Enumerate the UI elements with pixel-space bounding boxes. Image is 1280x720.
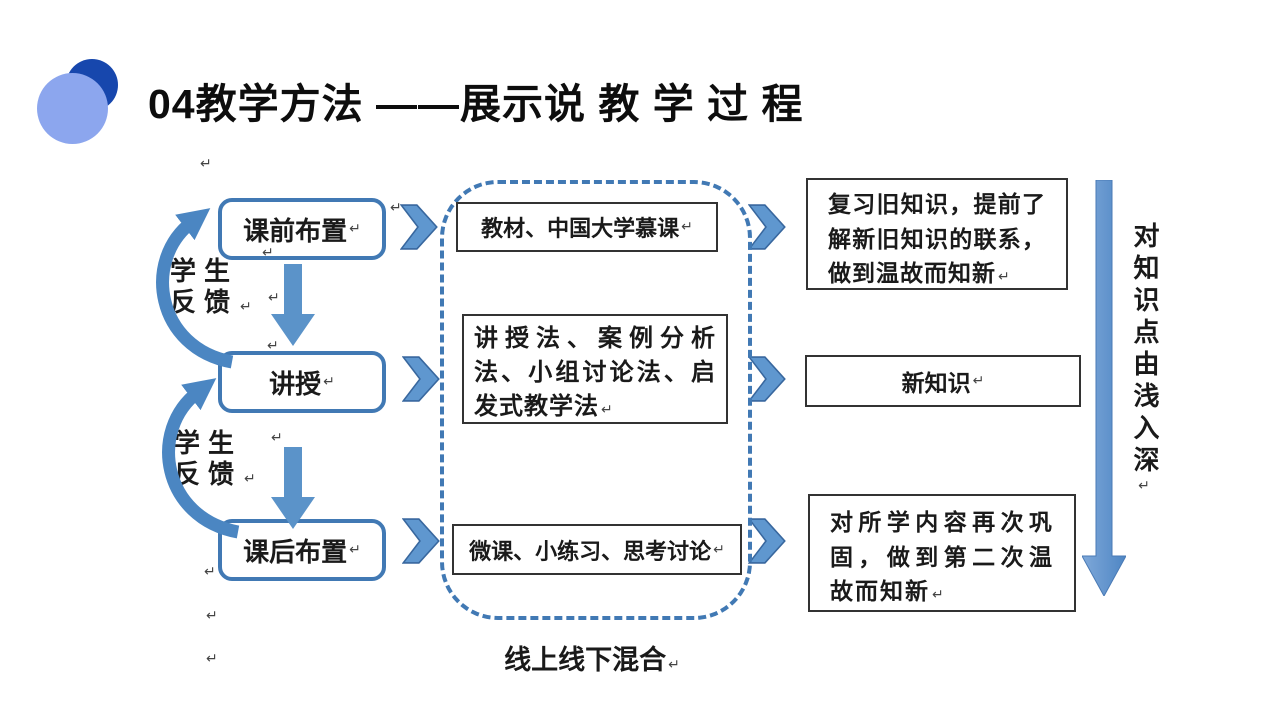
feedback-curved-arrow-icon xyxy=(156,208,234,369)
paragraph-mark-icon: ↵ xyxy=(972,373,985,389)
paragraph-mark-icon: ↵ xyxy=(268,290,280,306)
paragraph-mark-icon: ↵ xyxy=(262,245,274,261)
stage-label: 讲授 xyxy=(269,369,322,399)
feedback-curved-arrow-icon xyxy=(162,378,240,539)
stage-box-lecture: 讲授↵ xyxy=(218,351,386,413)
paragraph-mark-icon: ↵ xyxy=(390,200,402,216)
depth-long-down-arrow-icon xyxy=(1082,180,1126,596)
paragraph-mark-icon: ↵ xyxy=(349,542,361,558)
feedback-label-2: 学生 反馈↵ xyxy=(174,429,256,490)
down-arrow-icon xyxy=(271,447,315,529)
paragraph-mark-icon: ↵ xyxy=(206,651,218,667)
stage-label: 课后布置 xyxy=(243,537,348,567)
depth-axis-label: 对知识点由浅入深↵ xyxy=(1130,222,1159,494)
method-box-teaching-methods: 讲授法、案例分析法、小组讨论法、启发式教学法↵ xyxy=(462,314,728,424)
stage-label: 课前布置 xyxy=(243,216,348,246)
outcome-box-new-knowledge: 新知识↵ xyxy=(805,355,1081,407)
blended-learning-container xyxy=(440,180,752,620)
chevron-right-icon xyxy=(748,356,786,402)
paragraph-mark-icon: ↵ xyxy=(1136,478,1152,494)
paragraph-mark-icon: ↵ xyxy=(244,471,256,488)
slide-title: 04教学方法 ——展示说 教 学 过 程 xyxy=(148,81,804,127)
outcome-box-review: 复习旧知识，提前了解新旧知识的联系，做到温故而知新↵ xyxy=(806,178,1068,290)
chevron-right-icon xyxy=(748,204,786,250)
paragraph-mark-icon: ↵ xyxy=(323,374,335,390)
stage-box-pre-class: 课前布置↵ xyxy=(218,198,386,260)
stage-box-after-class: 课后布置↵ xyxy=(218,519,386,581)
down-arrow-icon xyxy=(271,264,315,346)
paragraph-mark-icon: ↵ xyxy=(271,430,283,446)
outcome-box-consolidate: 对所学内容再次巩固，做到第二次温故而知新↵ xyxy=(808,494,1076,612)
blended-learning-caption: 线上线下混合↵ xyxy=(504,645,680,675)
chevron-right-icon xyxy=(748,518,786,564)
paragraph-mark-icon: ↵ xyxy=(240,299,252,316)
method-box-materials: 教材、中国大学慕课↵ xyxy=(456,202,718,252)
chevron-right-icon xyxy=(400,204,438,250)
chevron-right-icon xyxy=(402,518,440,564)
paragraph-mark-icon: ↵ xyxy=(713,541,725,558)
paragraph-mark-icon: ↵ xyxy=(932,587,944,603)
paragraph-mark-icon: ↵ xyxy=(267,338,279,354)
decor-circle-light xyxy=(37,73,108,144)
paragraph-mark-icon: ↵ xyxy=(668,657,680,673)
paragraph-mark-icon: ↵ xyxy=(681,219,693,235)
paragraph-mark-icon: ↵ xyxy=(998,269,1010,285)
paragraph-mark-icon: ↵ xyxy=(349,221,361,237)
paragraph-mark-icon: ↵ xyxy=(204,564,216,580)
chevron-right-icon xyxy=(402,356,440,402)
method-box-microlecture: 微课、小练习、思考讨论↵ xyxy=(452,524,742,575)
paragraph-mark-icon: ↵ xyxy=(601,402,613,419)
paragraph-mark-icon: ↵ xyxy=(200,156,212,172)
paragraph-mark-icon: ↵ xyxy=(206,608,218,624)
feedback-label-1: 学生 反馈↵ xyxy=(170,257,252,318)
